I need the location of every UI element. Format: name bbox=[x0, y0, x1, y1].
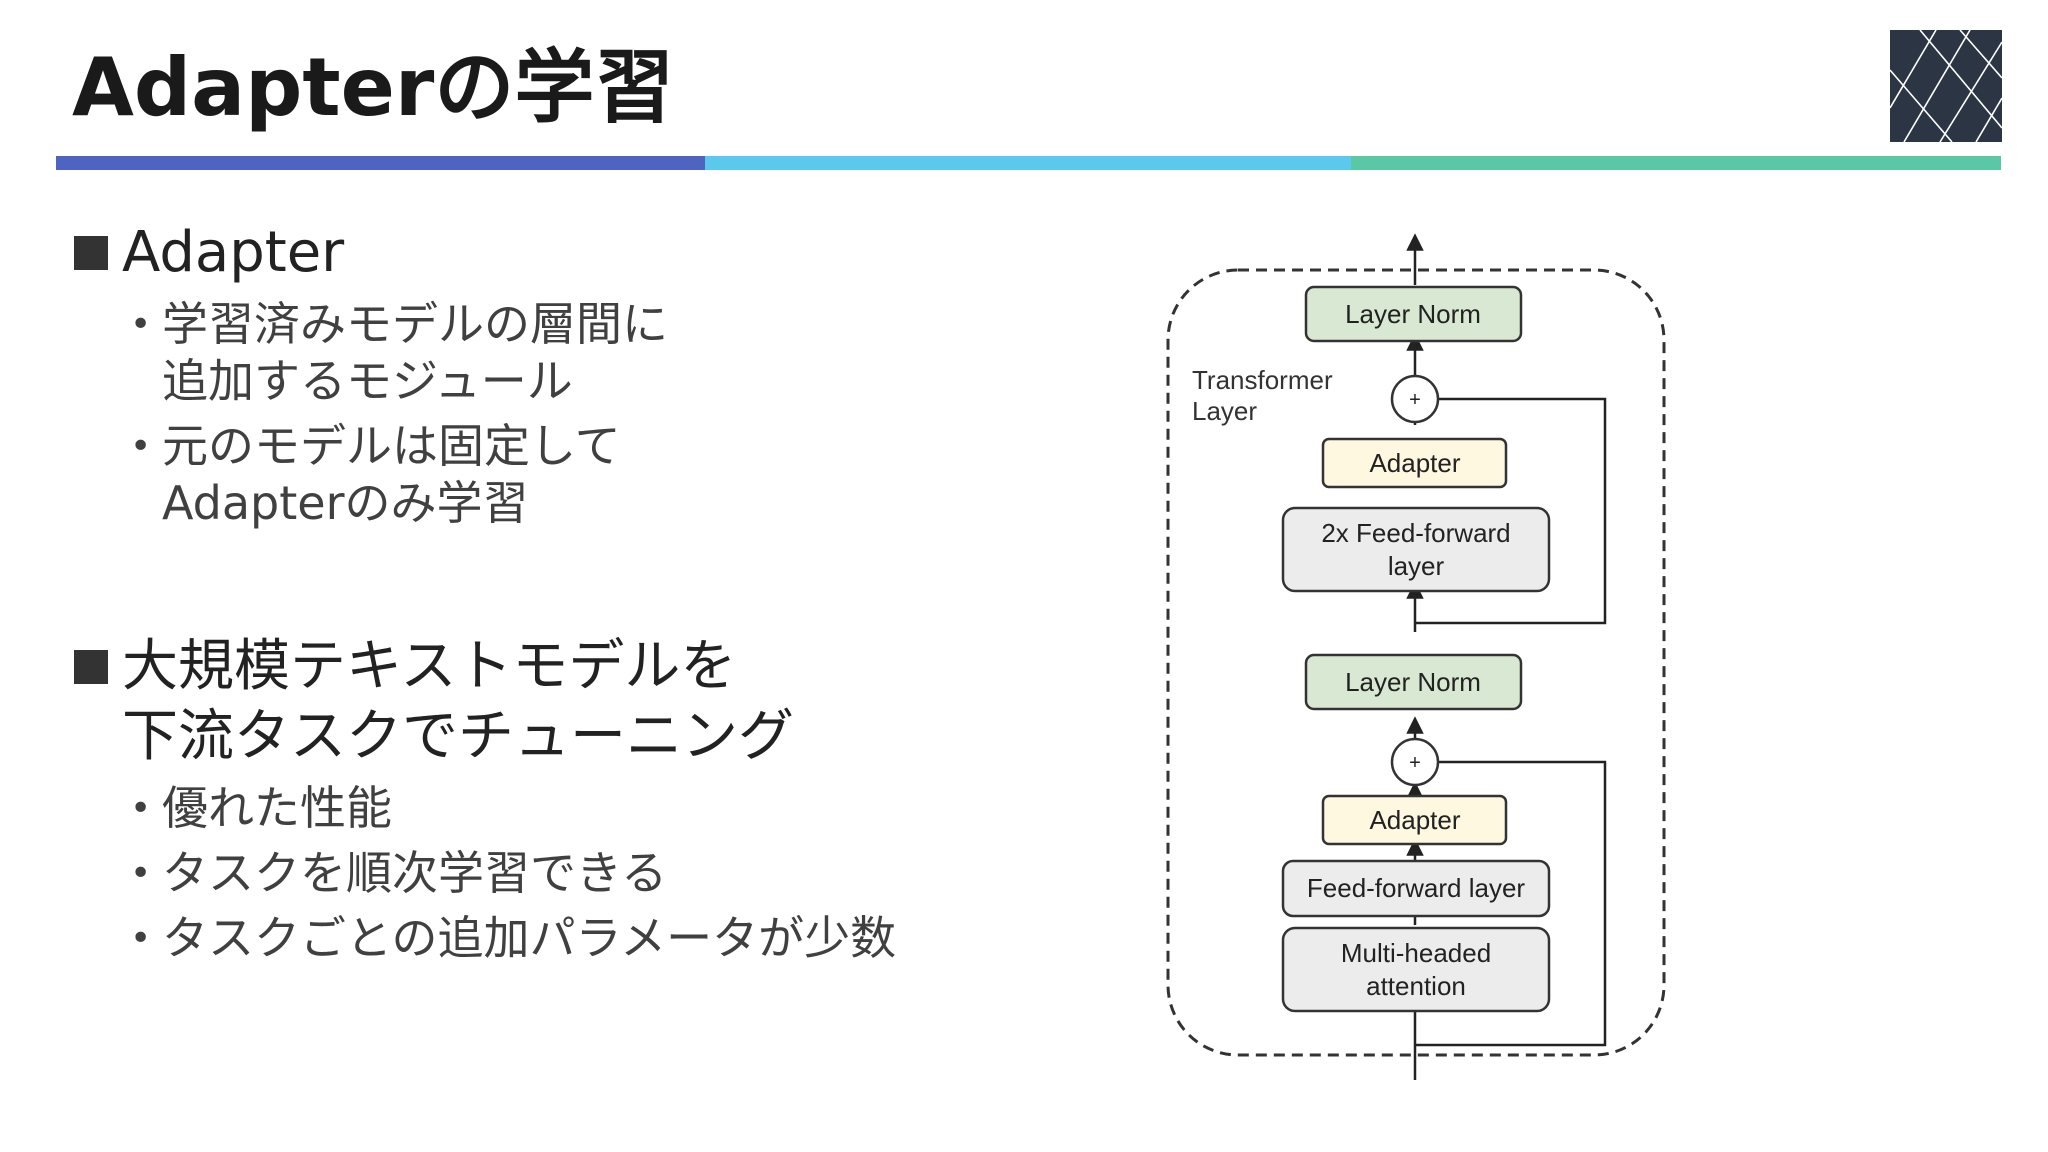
square-bullet-icon bbox=[74, 650, 108, 684]
accent-bar-green bbox=[1351, 156, 2001, 170]
adapter-label: Adapter bbox=[1369, 448, 1460, 478]
attention-box bbox=[1281, 926, 1551, 1013]
adapter-label: Adapter bbox=[1369, 805, 1460, 835]
attention-label: Multi-headed bbox=[1341, 938, 1491, 968]
bullet-dot-icon: • bbox=[130, 918, 152, 959]
accent-bar bbox=[56, 156, 2001, 170]
adapter-box bbox=[1321, 794, 1508, 846]
bullet-item: •元のモデルは固定して Adapterのみ学習 bbox=[74, 418, 668, 532]
section-heading: Adapter bbox=[74, 218, 668, 288]
adapter-box bbox=[1321, 437, 1508, 489]
accent-bar-cyan bbox=[705, 156, 1351, 170]
layer-norm-label: Layer Norm bbox=[1345, 299, 1481, 329]
feed-forward-label: layer bbox=[1388, 551, 1445, 581]
bullet-dot-icon: • bbox=[130, 853, 152, 894]
feed-forward-label: Feed-forward layer bbox=[1307, 873, 1526, 903]
bullet-list: •学習済みモデルの層間に 追加するモジュール •元のモデルは固定して Adapt… bbox=[74, 296, 668, 532]
bullet-item: •タスクを順次学習できる bbox=[74, 845, 896, 902]
square-bullet-icon bbox=[74, 236, 108, 270]
bullet-item: •優れた性能 bbox=[74, 780, 896, 837]
section-heading-text: 大規模テキストモデルを 下流タスクでチューニング bbox=[122, 634, 794, 769]
section-heading: 大規模テキストモデルを 下流タスクでチューニング bbox=[74, 632, 896, 772]
layer-norm-label: Layer Norm bbox=[1345, 667, 1481, 697]
section-tuning: 大規模テキストモデルを 下流タスクでチューニング •優れた性能 •タスクを順次学… bbox=[74, 632, 896, 975]
accent-bar-blue bbox=[56, 156, 705, 170]
add-node-icon bbox=[1390, 374, 1440, 424]
attention-label: attention bbox=[1366, 971, 1466, 1001]
section-adapter: Adapter •学習済みモデルの層間に 追加するモジュール •元のモデルは固定… bbox=[74, 218, 668, 540]
bullet-text: 優れた性能 bbox=[162, 781, 392, 835]
plus-symbol: + bbox=[1409, 389, 1421, 411]
bullet-dot-icon: • bbox=[130, 788, 152, 829]
logo-icon bbox=[1890, 30, 2002, 142]
bullet-text: タスクごとの追加パラメータが少数 bbox=[162, 911, 897, 965]
transformer-adapter-diagram: Transformer Layer Layer Norm + Adapter 2… bbox=[1166, 233, 1666, 1080]
bullet-dot-icon: • bbox=[130, 426, 152, 467]
bullet-dot-icon: • bbox=[130, 304, 152, 345]
section-heading-text: Adapter bbox=[122, 220, 345, 285]
slide-title: Adapterの学習 bbox=[72, 41, 675, 134]
layer-norm-box bbox=[1304, 285, 1523, 343]
bullet-list: •優れた性能 •タスクを順次学習できる •タスクごとの追加パラメータが少数 bbox=[74, 780, 896, 967]
container-label: Transformer bbox=[1192, 365, 1333, 395]
container-label: Layer bbox=[1192, 396, 1257, 426]
transformer-layer-container bbox=[1166, 268, 1666, 1057]
layer-norm-box bbox=[1304, 653, 1523, 711]
bullet-text: タスクを順次学習できる bbox=[162, 846, 668, 900]
bullet-text: 元のモデルは固定して Adapterのみ学習 bbox=[162, 419, 621, 530]
bullet-item: •タスクごとの追加パラメータが少数 bbox=[74, 910, 896, 967]
bullet-text: 学習済みモデルの層間に 追加するモジュール bbox=[162, 297, 668, 408]
feed-forward-label: 2x Feed-forward bbox=[1321, 518, 1510, 548]
plus-symbol: + bbox=[1409, 752, 1421, 774]
feed-forward-box bbox=[1281, 506, 1551, 593]
feed-forward-box bbox=[1281, 859, 1551, 918]
bullet-item: •学習済みモデルの層間に 追加するモジュール bbox=[74, 296, 668, 410]
add-node-icon bbox=[1390, 737, 1440, 787]
